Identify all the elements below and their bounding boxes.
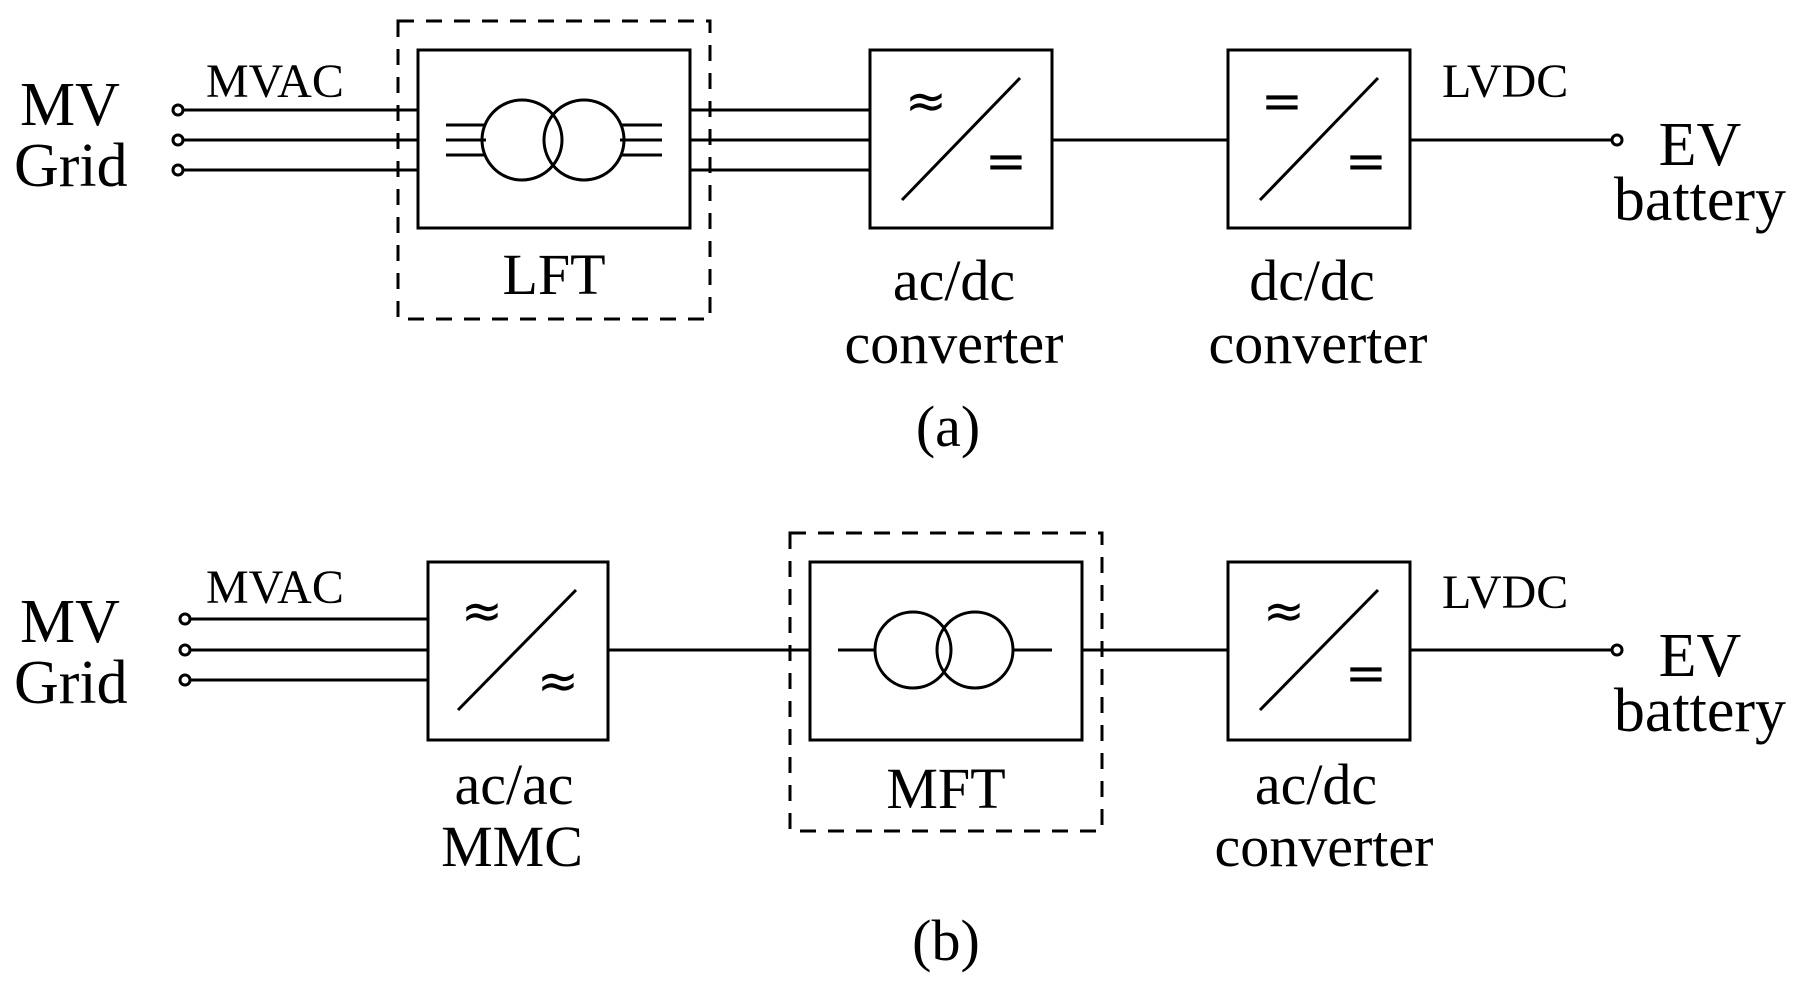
converter2-label-line1: ac/dc [1255, 752, 1377, 817]
grid-terminal [178, 673, 192, 687]
load-label-line2: battery [1614, 677, 1786, 745]
dashed-boundary [788, 531, 1104, 833]
battery-terminal [1610, 133, 1624, 147]
converter1-label-line2: converter [845, 311, 1064, 376]
converter1-label-line1: ac/dc [893, 248, 1015, 313]
converter2-label-line2: converter [1215, 814, 1434, 879]
grid-terminal [178, 612, 192, 626]
transformer-icon [838, 610, 1052, 690]
source-label-line2: Grid [14, 649, 128, 717]
converter1-label-line1: ac/ac [454, 752, 573, 817]
converter-diagonal [1258, 588, 1380, 712]
dc-symbol-icon: = [1345, 132, 1387, 190]
load-label-line2: battery [1614, 166, 1786, 234]
converter-diagonal [456, 588, 578, 712]
grid-terminal [171, 163, 185, 177]
lft-label: LFT [502, 242, 605, 307]
mft-label: MFT [886, 756, 1005, 821]
mvac-label: MVAC [206, 561, 344, 614]
dc-symbol-icon: = [1261, 72, 1303, 130]
mvac-label: MVAC [206, 55, 344, 108]
load-label-line1: EV [1659, 622, 1742, 690]
ac-symbol-icon: ≈ [1263, 582, 1305, 640]
caption-b: (b) [912, 908, 980, 973]
diagram-b: MV Grid MVAC ≈ ≈ ac/ac MMC MFT [14, 531, 1786, 973]
ac-symbol-icon: ≈ [537, 652, 579, 710]
converter2-label-line2: converter [1209, 311, 1428, 376]
ac-symbol-icon: ≈ [905, 72, 947, 130]
grid-terminal [171, 133, 185, 147]
source-label-line2: Grid [14, 132, 128, 200]
source-label-line1: MV [20, 71, 120, 139]
diagram-a: MV Grid MVAC LFT ≈ [14, 19, 1786, 459]
battery-terminal [1610, 643, 1624, 657]
lvdc-label: LVDC [1442, 55, 1568, 108]
caption-a: (a) [916, 394, 980, 459]
converter2-label-line1: dc/dc [1249, 248, 1375, 313]
grid-terminal [171, 103, 185, 117]
source-label-line1: MV [20, 588, 120, 656]
dc-symbol-icon: = [1345, 644, 1387, 702]
lvdc-label: LVDC [1442, 566, 1568, 619]
dc-symbol-icon: = [985, 132, 1027, 190]
ac-symbol-icon: ≈ [461, 582, 503, 640]
converter-diagonal [1258, 76, 1380, 202]
transformer-icon [446, 98, 662, 182]
converter-diagonal [900, 76, 1022, 202]
load-label-line1: EV [1659, 111, 1742, 179]
grid-terminal [178, 643, 192, 657]
converter1-label-line2: MMC [441, 814, 583, 879]
